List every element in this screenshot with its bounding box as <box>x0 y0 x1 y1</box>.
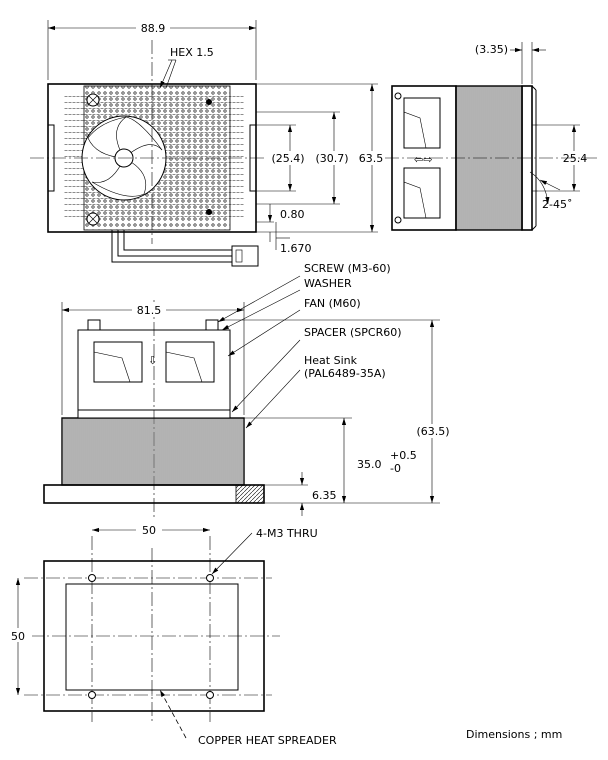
spreader-label: COPPER HEAT SPREADER <box>198 734 337 747</box>
base-section-hatch <box>235 484 265 504</box>
mount-hole <box>88 574 96 582</box>
screw-head-icon <box>205 319 219 331</box>
dim-25-4-paren: (25.4) <box>271 152 304 165</box>
screw-head-icon <box>87 319 101 331</box>
airflow-down-icon: ⇩ <box>148 354 157 367</box>
chamfer-label: 2-45˚ <box>542 198 572 211</box>
holes-label: 4-M3 THRU <box>256 527 318 540</box>
fan-window-lower <box>403 167 441 219</box>
side-view: ⇦⇨ (3.35) 25.4 2-45˚ <box>385 42 600 231</box>
tolerance-plus: +0.5 <box>390 449 417 462</box>
callout-washer: WASHER <box>304 277 352 290</box>
top-width-dim: 88.9 <box>141 22 166 35</box>
dim-1-670: 1.670 <box>280 242 312 255</box>
mount-hole <box>206 691 214 699</box>
dim-63-5-paren: (63.5) <box>416 425 449 438</box>
mount-hole <box>206 574 214 582</box>
fan-cable <box>111 230 232 263</box>
top-view: 88.9 HEX 1.5 (25.4) (30.7) 63.5 0.80 1.6… <box>30 20 388 267</box>
callout-spacer: SPACER (SPCR60) <box>304 326 402 339</box>
dim-3-35-paren: (3.35) <box>475 43 508 56</box>
callout-heatsink-part: (PAL6489-35A) <box>304 367 386 380</box>
callout-fan: FAN (M60) <box>304 297 361 310</box>
callout-screw: SCREW (M3-60) <box>304 262 391 275</box>
fan-window-upper <box>403 97 441 149</box>
screw-icon <box>206 209 212 215</box>
front-width-dim: 81.5 <box>137 304 162 317</box>
bottom-view: 50 50 4-M3 THRU COPPER HEAT SPREADER <box>4 522 337 747</box>
dim-50-horizontal: 50 <box>142 524 156 537</box>
heatsink-fins-front <box>61 417 245 486</box>
front-view: ⇩ 81.5 SCREW (M3-60) WASHER FAN (M60) SP… <box>43 262 456 520</box>
airflow-arrow-icon: ⇦⇨ <box>414 153 432 166</box>
dim-63-5: 63.5 <box>359 152 384 165</box>
tolerance-minus: -0 <box>390 462 401 475</box>
mount-hole <box>88 691 96 699</box>
dim-6-35: 6.35 <box>312 489 337 502</box>
dim-25-4-side: 25.4 <box>563 152 588 165</box>
hex-label: HEX 1.5 <box>170 46 214 59</box>
screw-icon <box>206 99 212 105</box>
dim-0-80: 0.80 <box>280 208 305 221</box>
callout-heatsink-name: Heat Sink <box>304 354 358 367</box>
dim-30-7-paren: (30.7) <box>315 152 348 165</box>
units-note: Dimensions ; mm <box>466 728 562 741</box>
dim-50-vertical: 50 <box>11 630 25 643</box>
fan-connector <box>231 245 259 267</box>
dim-35-0: 35.0 <box>357 458 382 471</box>
